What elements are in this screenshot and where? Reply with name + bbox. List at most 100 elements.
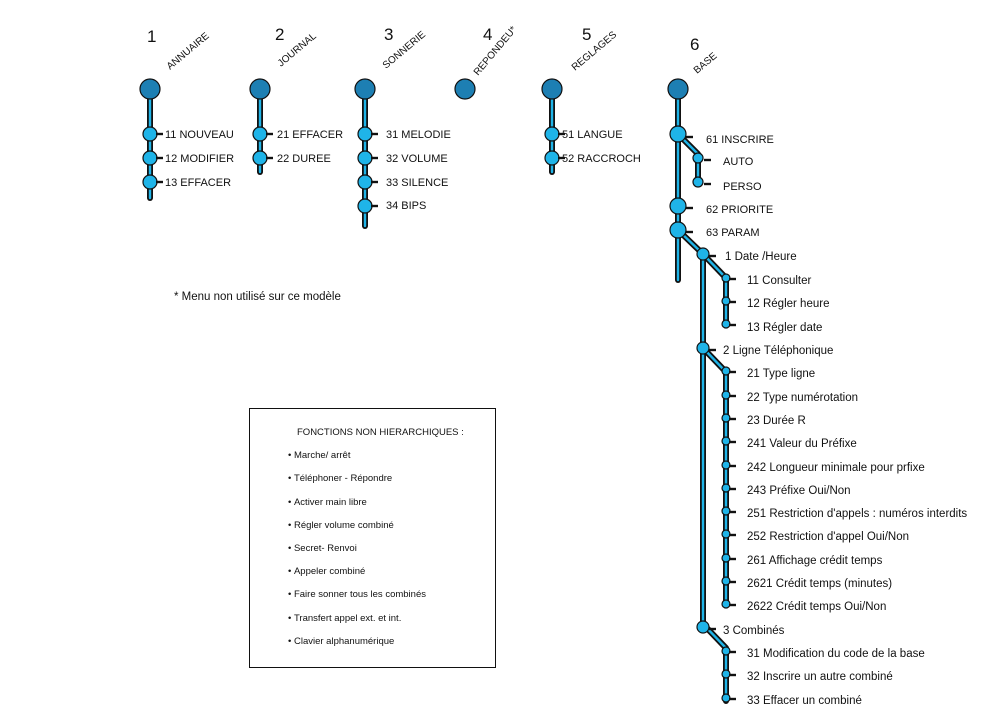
ligne-item-label: 23 Durée R: [747, 415, 806, 427]
ligne-item-node: [721, 413, 731, 423]
date-heure-node: [696, 247, 710, 261]
combines-item-label: 33 Effacer un combiné: [747, 695, 862, 707]
function-item: Activer main libre: [288, 497, 367, 508]
combines-item-node: [721, 646, 731, 656]
menu-2-item-node: [252, 150, 268, 166]
function-item: Marche/ arrêt: [288, 450, 351, 461]
menu-3-item-label: 31 MELODIE: [386, 129, 451, 141]
date-item-label: 11 Consulter: [747, 275, 812, 287]
combines-item-node: [721, 693, 731, 703]
perso-node: [692, 176, 704, 188]
combines-node: [696, 620, 710, 634]
base-perso-label: PERSO: [723, 181, 762, 193]
menu-5-number: 5: [582, 25, 591, 44]
auto-node: [692, 152, 704, 164]
menu-3-item-label: 32 VOLUME: [386, 153, 448, 165]
menu-4-root-node: [454, 78, 476, 100]
menu-header-6: 6 BASE: [690, 35, 720, 76]
menu-1-item-label: 13 EFFACER: [165, 177, 231, 189]
function-item: Téléphoner - Répondre: [288, 473, 392, 484]
ligne-item-node: [721, 436, 731, 446]
ligne-node: [696, 341, 710, 355]
date-item-node: [721, 273, 731, 283]
date-item-node: [721, 296, 731, 306]
function-item: Transfert appel ext. et int.: [288, 613, 401, 624]
ligne-item-node: [721, 483, 731, 493]
menu-1-item-node: [142, 126, 158, 142]
menu-2-item-label: 21 EFFACER: [277, 129, 343, 141]
date-heure-label: 1 Date /Heure: [725, 251, 797, 263]
menu-3-item-label: 34 BIPS: [386, 200, 426, 212]
menu-3-root-node: [354, 78, 376, 100]
inscrire-node: [669, 125, 687, 143]
menu-3-number: 3: [384, 25, 393, 44]
ligne-item-label: 22 Type numérotation: [747, 392, 858, 404]
functions-box-title: FONCTIONS NON HIERARCHIQUES :: [297, 427, 464, 438]
menu-2-root-node: [249, 78, 271, 100]
combines-label: 3 Combinés: [723, 625, 785, 637]
menu-3-item-label: 33 SILENCE: [386, 177, 448, 189]
menu-2-item-label: 22 DUREE: [277, 153, 331, 165]
menu-header-2: 2 JOURNAL: [275, 25, 319, 69]
menu-1-item-label: 12 MODIFIER: [165, 153, 234, 165]
menu-header-3: 3 SONNERIE: [381, 25, 428, 71]
menu-2-number: 2: [275, 25, 284, 44]
menu-header-5: 5 REGLAGES: [570, 25, 619, 73]
menu-2-item-node: [252, 126, 268, 142]
priorite-node: [669, 197, 687, 215]
base-root-node: [667, 78, 689, 100]
ligne-label: 2 Ligne Téléphonique: [723, 345, 833, 357]
function-item: Faire sonner tous les combinés: [288, 589, 426, 600]
ligne-item-label: 2621 Crédit temps (minutes): [747, 578, 892, 590]
base-priorite-label: 62 PRIORITE: [706, 204, 773, 216]
menu-3-item-node: [357, 126, 373, 142]
ligne-item-label: 243 Préfixe Oui/Non: [747, 485, 851, 497]
functions-box: FONCTIONS NON HIERARCHIQUES : Marche/ ar…: [249, 408, 496, 668]
menu-4-name: REPONDEU*: [472, 24, 519, 78]
ligne-item-node: [721, 366, 731, 376]
base-param-label: 63 PARAM: [706, 227, 760, 239]
menu-1-number: 1: [147, 27, 156, 46]
footnote-text: * Menu non utilisé sur ce modèle: [174, 291, 341, 303]
ligne-item-label: 241 Valeur du Préfixe: [747, 438, 857, 450]
function-item: Secret- Renvoi: [288, 543, 357, 554]
param-branch: [675, 227, 706, 627]
combines-item-label: 31 Modification du code de la base: [747, 648, 925, 660]
combines-item-node: [721, 669, 731, 679]
date-item-node: [721, 319, 731, 329]
ligne-branch-fill: [701, 346, 728, 606]
menu-5-item-label: 52 RACCROCH: [562, 153, 641, 165]
function-item: Appeler combiné: [288, 566, 365, 577]
date-item-label: 12 Régler heure: [747, 298, 829, 310]
ligne-item-label: 261 Affichage crédit temps: [747, 555, 883, 567]
ligne-item-label: 251 Restriction d'appels : numéros inter…: [747, 508, 967, 520]
menu-1-item-node: [142, 174, 158, 190]
ligne-item-label: 21 Type ligne: [747, 368, 815, 380]
menu-5-item-node: [544, 150, 560, 166]
menu-header-1: 1 ANNUAIRE: [147, 27, 212, 72]
menu-5-name: REGLAGES: [570, 29, 619, 73]
function-item: Régler volume combiné: [288, 520, 394, 531]
menu-3-item-node: [357, 198, 373, 214]
ligne-item-label: 242 Longueur minimale pour prfixe: [747, 462, 925, 474]
menu-1-name: ANNUAIRE: [165, 30, 212, 72]
ligne-item-node: [721, 553, 731, 563]
menu-3-item-node: [357, 150, 373, 166]
menu-1-root-node: [139, 78, 161, 100]
ligne-item-node: [721, 599, 731, 609]
menu-4-number: 4: [483, 25, 492, 44]
tree-nodes: [139, 78, 736, 703]
ligne-item-node: [721, 460, 731, 470]
menu-1-item-label: 11 NOUVEAU: [165, 129, 234, 141]
base-inscrire-label: 61 INSCRIRE: [706, 134, 774, 146]
menu-header-4: 4 REPONDEU*: [472, 24, 519, 78]
ligne-branch: [700, 345, 729, 607]
menu-5-root-node: [541, 78, 563, 100]
base-auto-label: AUTO: [723, 156, 754, 168]
ligne-item-node: [721, 576, 731, 586]
ligne-item-node: [721, 390, 731, 400]
menu-3-item-node: [357, 174, 373, 190]
menu-6-number: 6: [690, 35, 699, 54]
combines-item-label: 32 Inscrire un autre combiné: [747, 671, 893, 683]
